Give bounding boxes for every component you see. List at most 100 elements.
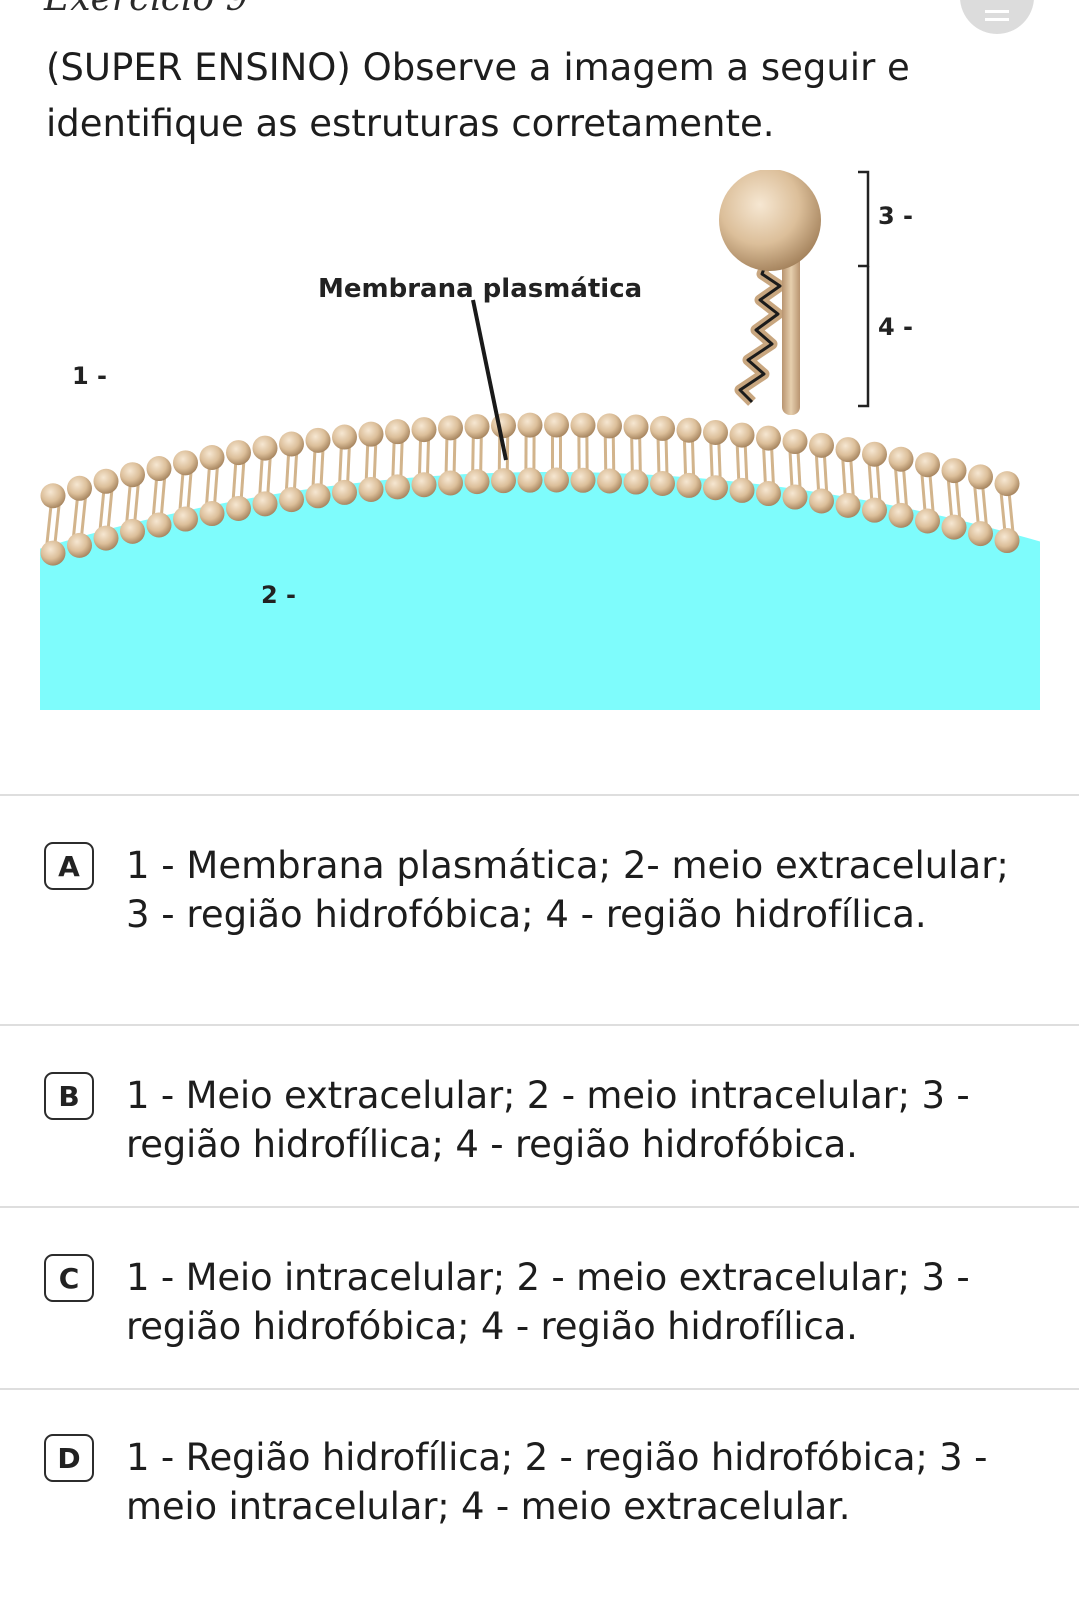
lipid-tail — [999, 491, 1007, 533]
lipid-tail — [682, 438, 688, 478]
lipid-head — [941, 458, 967, 484]
lipid-tail — [611, 433, 616, 473]
lipid-head — [729, 422, 755, 448]
lipid-head — [756, 481, 781, 507]
option-letter-d: D — [44, 1434, 94, 1482]
lipid-tail — [391, 439, 396, 479]
lipid-head — [703, 419, 728, 445]
lipid-head — [597, 468, 622, 494]
lipid-head — [358, 421, 384, 447]
lipid-head — [517, 467, 543, 493]
lipid-head — [623, 469, 649, 495]
lipid-tails — [45, 433, 1015, 546]
lipid-tail — [79, 495, 88, 538]
lipid-head — [40, 540, 66, 566]
lipid-head — [888, 446, 914, 472]
lipid-head — [756, 425, 781, 451]
lipid-tail — [399, 439, 404, 479]
lipid-tail — [638, 434, 642, 475]
label-1: 1 - — [72, 362, 107, 390]
lipid-head — [915, 508, 940, 534]
lipid-tail — [788, 449, 794, 490]
lipid-head — [385, 419, 410, 445]
lipid-tail — [796, 449, 802, 490]
lipid-head — [491, 413, 516, 439]
option-d[interactable]: D 1 - Região hidrofílica; 2 - região hid… — [0, 1434, 1079, 1544]
lipid-tail — [928, 472, 935, 514]
lipid-tail — [867, 461, 874, 503]
option-b[interactable]: B 1 - Meio extracelular; 2 - meio intrac… — [0, 1072, 1079, 1172]
lipid-head — [809, 488, 834, 514]
option-letter-a: A — [44, 842, 94, 890]
lipid-head — [782, 484, 808, 510]
lipid-tail — [822, 453, 829, 494]
phospholipid-straight-tail — [782, 250, 800, 415]
lipid-head — [385, 474, 410, 500]
lipid-tail — [452, 435, 457, 476]
menu-button[interactable] — [960, 0, 1034, 34]
lipid-head — [305, 483, 331, 509]
lipid-head — [835, 492, 861, 518]
lipid-head — [279, 431, 304, 457]
lipid-tail — [284, 451, 291, 492]
lipid-head — [544, 467, 569, 493]
lipid-tail — [973, 484, 980, 526]
lipid-head — [676, 472, 702, 498]
lipid-tail — [159, 476, 167, 518]
option-c[interactable]: C 1 - Meio intracelular; 2 - meio extrac… — [0, 1254, 1079, 1354]
lipid-tail — [45, 503, 53, 546]
lipid-tail — [814, 453, 821, 494]
phospholipid-wavy-tail — [734, 256, 786, 406]
lipid-tail — [743, 442, 749, 483]
lipid-tail — [690, 438, 696, 478]
option-a[interactable]: A 1 - Membrana plasmática; 2- meio extra… — [0, 842, 1079, 992]
lipid-tail — [151, 476, 159, 518]
lipid-tail — [98, 488, 106, 531]
cell-interior — [40, 472, 1040, 710]
lipid-tail — [893, 466, 901, 508]
lipid-tail — [762, 445, 767, 486]
lipid-tail — [981, 484, 988, 526]
lipid-tail — [735, 442, 741, 483]
lipid-head — [862, 441, 887, 467]
lipid-tail — [125, 482, 132, 524]
lipid-tail — [901, 466, 909, 508]
lipid-tail — [875, 461, 882, 503]
lipid-head — [676, 417, 702, 443]
divider — [0, 1388, 1079, 1390]
lipid-head — [994, 528, 1020, 554]
option-text-a: 1 - Membrana plasmática; 2- meio extrace… — [126, 844, 1009, 936]
lipid-tail — [71, 495, 80, 538]
lipid-head — [252, 491, 278, 517]
option-text-c: 1 - Meio intracelular; 2 - meio extracel… — [126, 1256, 970, 1348]
lipid-tail — [346, 444, 351, 485]
lipid-head — [67, 475, 92, 501]
phospholipid-diagram: 3 - 4 - — [719, 169, 913, 415]
phospholipid-head — [719, 169, 821, 271]
lipid-head — [464, 414, 490, 440]
lipid-head — [332, 424, 357, 450]
lipid-head — [650, 415, 675, 441]
lipid-tail — [292, 451, 299, 492]
lipid-head — [67, 532, 92, 558]
option-letter-c: C — [44, 1254, 94, 1302]
inner-lipid-heads — [40, 467, 1020, 566]
lipid-tail — [53, 503, 61, 546]
lipid-head — [40, 483, 66, 509]
lipid-head — [93, 525, 119, 551]
lipid-head — [358, 476, 384, 502]
membrane-pointer-line — [471, 299, 508, 461]
membrane-label: Membrana plasmática — [318, 274, 642, 304]
outer-lipid-heads — [40, 412, 1020, 509]
lipid-head — [597, 413, 622, 439]
lipid-head — [305, 427, 331, 453]
lipid-head — [570, 467, 596, 493]
lipid-tail — [338, 444, 343, 485]
lipid-head — [438, 470, 463, 496]
lipid-tail — [849, 457, 855, 498]
lipid-head — [968, 464, 993, 490]
lipid-tail — [664, 436, 669, 476]
lipid-tail — [372, 442, 378, 482]
lipid-head — [93, 468, 119, 494]
lipid-head — [332, 479, 357, 505]
